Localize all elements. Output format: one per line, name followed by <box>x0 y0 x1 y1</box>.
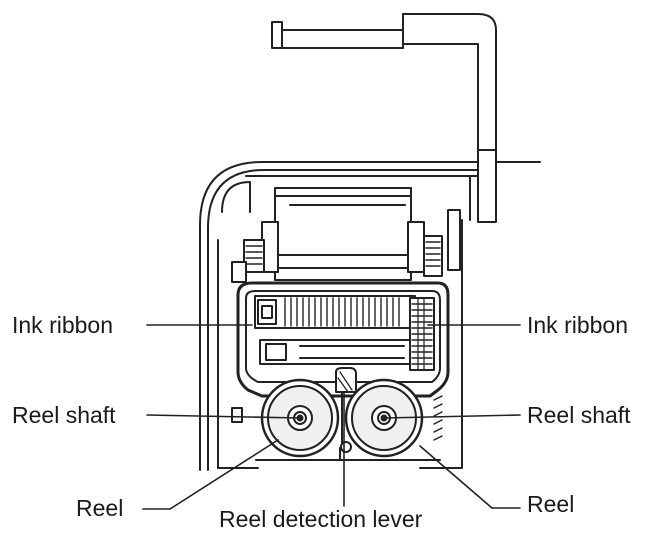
label-reel-detection-lever: Reel detection lever <box>219 506 423 532</box>
head-unit <box>231 187 461 283</box>
leader-lines <box>142 324 521 510</box>
label-ink-ribbon-right: Ink ribbon <box>527 312 629 338</box>
label-reel-shaft-right: Reel shaft <box>527 402 631 428</box>
label-ink-ribbon-left: Ink ribbon <box>12 312 114 338</box>
label-reel-right: Reel <box>527 491 575 517</box>
ribbon-cassette <box>236 281 450 398</box>
label-reel-left: Reel <box>76 495 124 521</box>
label-reel-shaft-left: Reel shaft <box>12 402 116 428</box>
housing <box>199 161 479 471</box>
